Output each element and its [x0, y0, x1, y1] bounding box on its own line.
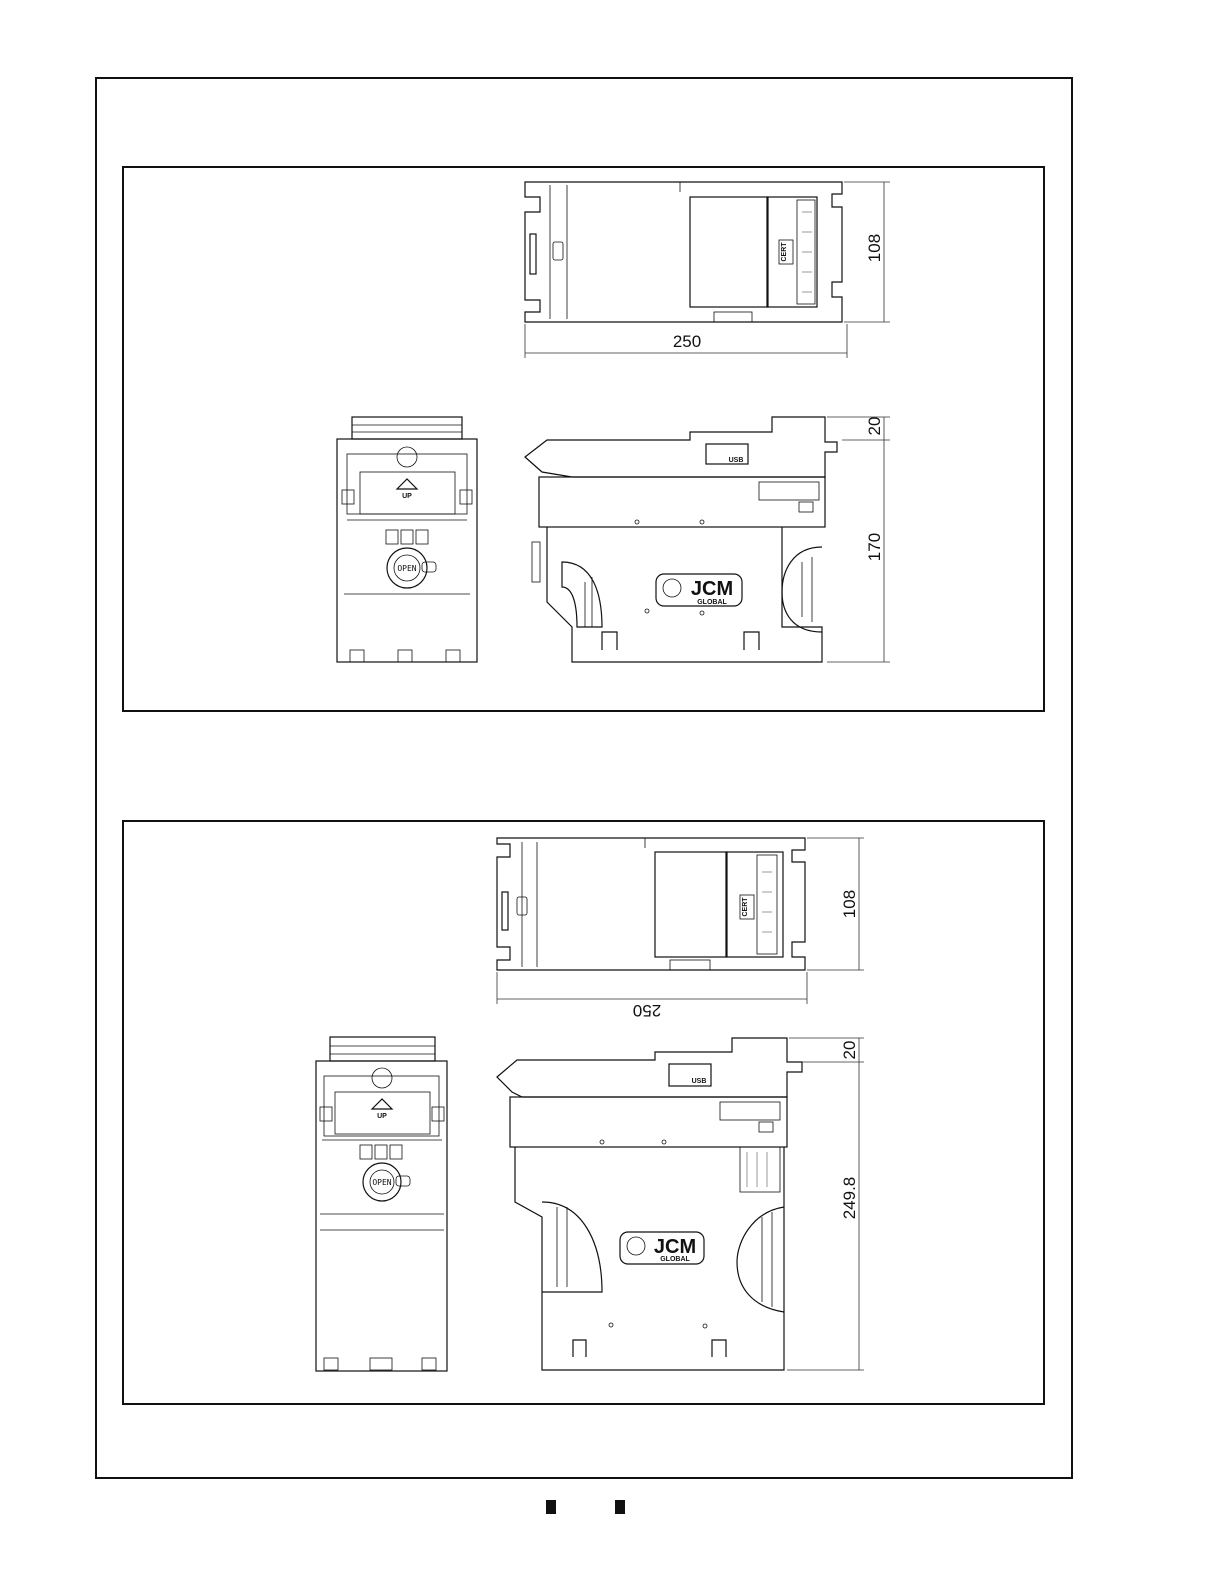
- cert-label: CERT: [781, 242, 788, 262]
- open-badge: OPEN: [397, 564, 416, 573]
- dim-height: 249.8: [840, 1177, 859, 1220]
- usb-label: USB: [692, 1078, 707, 1085]
- dimension-panel-standard: CERT 250 108 UP: [122, 166, 1045, 712]
- dim-top-offset: 20: [840, 1041, 859, 1060]
- dim-width-top: 250: [633, 1001, 661, 1020]
- side-view-large: USB JCM GLOBAL: [497, 1038, 864, 1370]
- up-badge: UP: [377, 1113, 387, 1120]
- jcm-logo: JCM: [691, 578, 733, 600]
- jcm-logo: JCM: [654, 1236, 696, 1258]
- dim-height: 170: [865, 533, 884, 561]
- top-view-large: CERT 250 108: [497, 838, 864, 1020]
- side-view-standard: USB JCM GLOBAL: [525, 417, 890, 662]
- open-badge: OPEN: [372, 1178, 391, 1187]
- front-view-standard: UP OPEN: [337, 417, 477, 662]
- dim-depth-top: 108: [865, 234, 884, 262]
- dim-depth-top: 108: [840, 890, 859, 918]
- drawing-standard-unit: CERT 250 108 UP: [124, 168, 1047, 714]
- jcm-logo-sub: GLOBAL: [697, 599, 727, 606]
- front-view-large: UP OPEN: [316, 1037, 447, 1371]
- usb-label: USB: [729, 457, 744, 464]
- cert-label: CERT: [742, 897, 749, 917]
- dim-width-top: 250: [673, 332, 701, 351]
- dim-top-offset: 20: [865, 417, 884, 436]
- footer-mark-left: [546, 1500, 556, 1514]
- top-view-standard: CERT 250 108: [525, 182, 890, 358]
- drawing-large-unit: CERT 250 108 UP: [124, 822, 1047, 1407]
- footer-mark-right: [615, 1500, 625, 1514]
- jcm-logo-sub: GLOBAL: [660, 1256, 690, 1263]
- dimension-panel-large: CERT 250 108 UP: [122, 820, 1045, 1405]
- up-badge: UP: [402, 493, 412, 500]
